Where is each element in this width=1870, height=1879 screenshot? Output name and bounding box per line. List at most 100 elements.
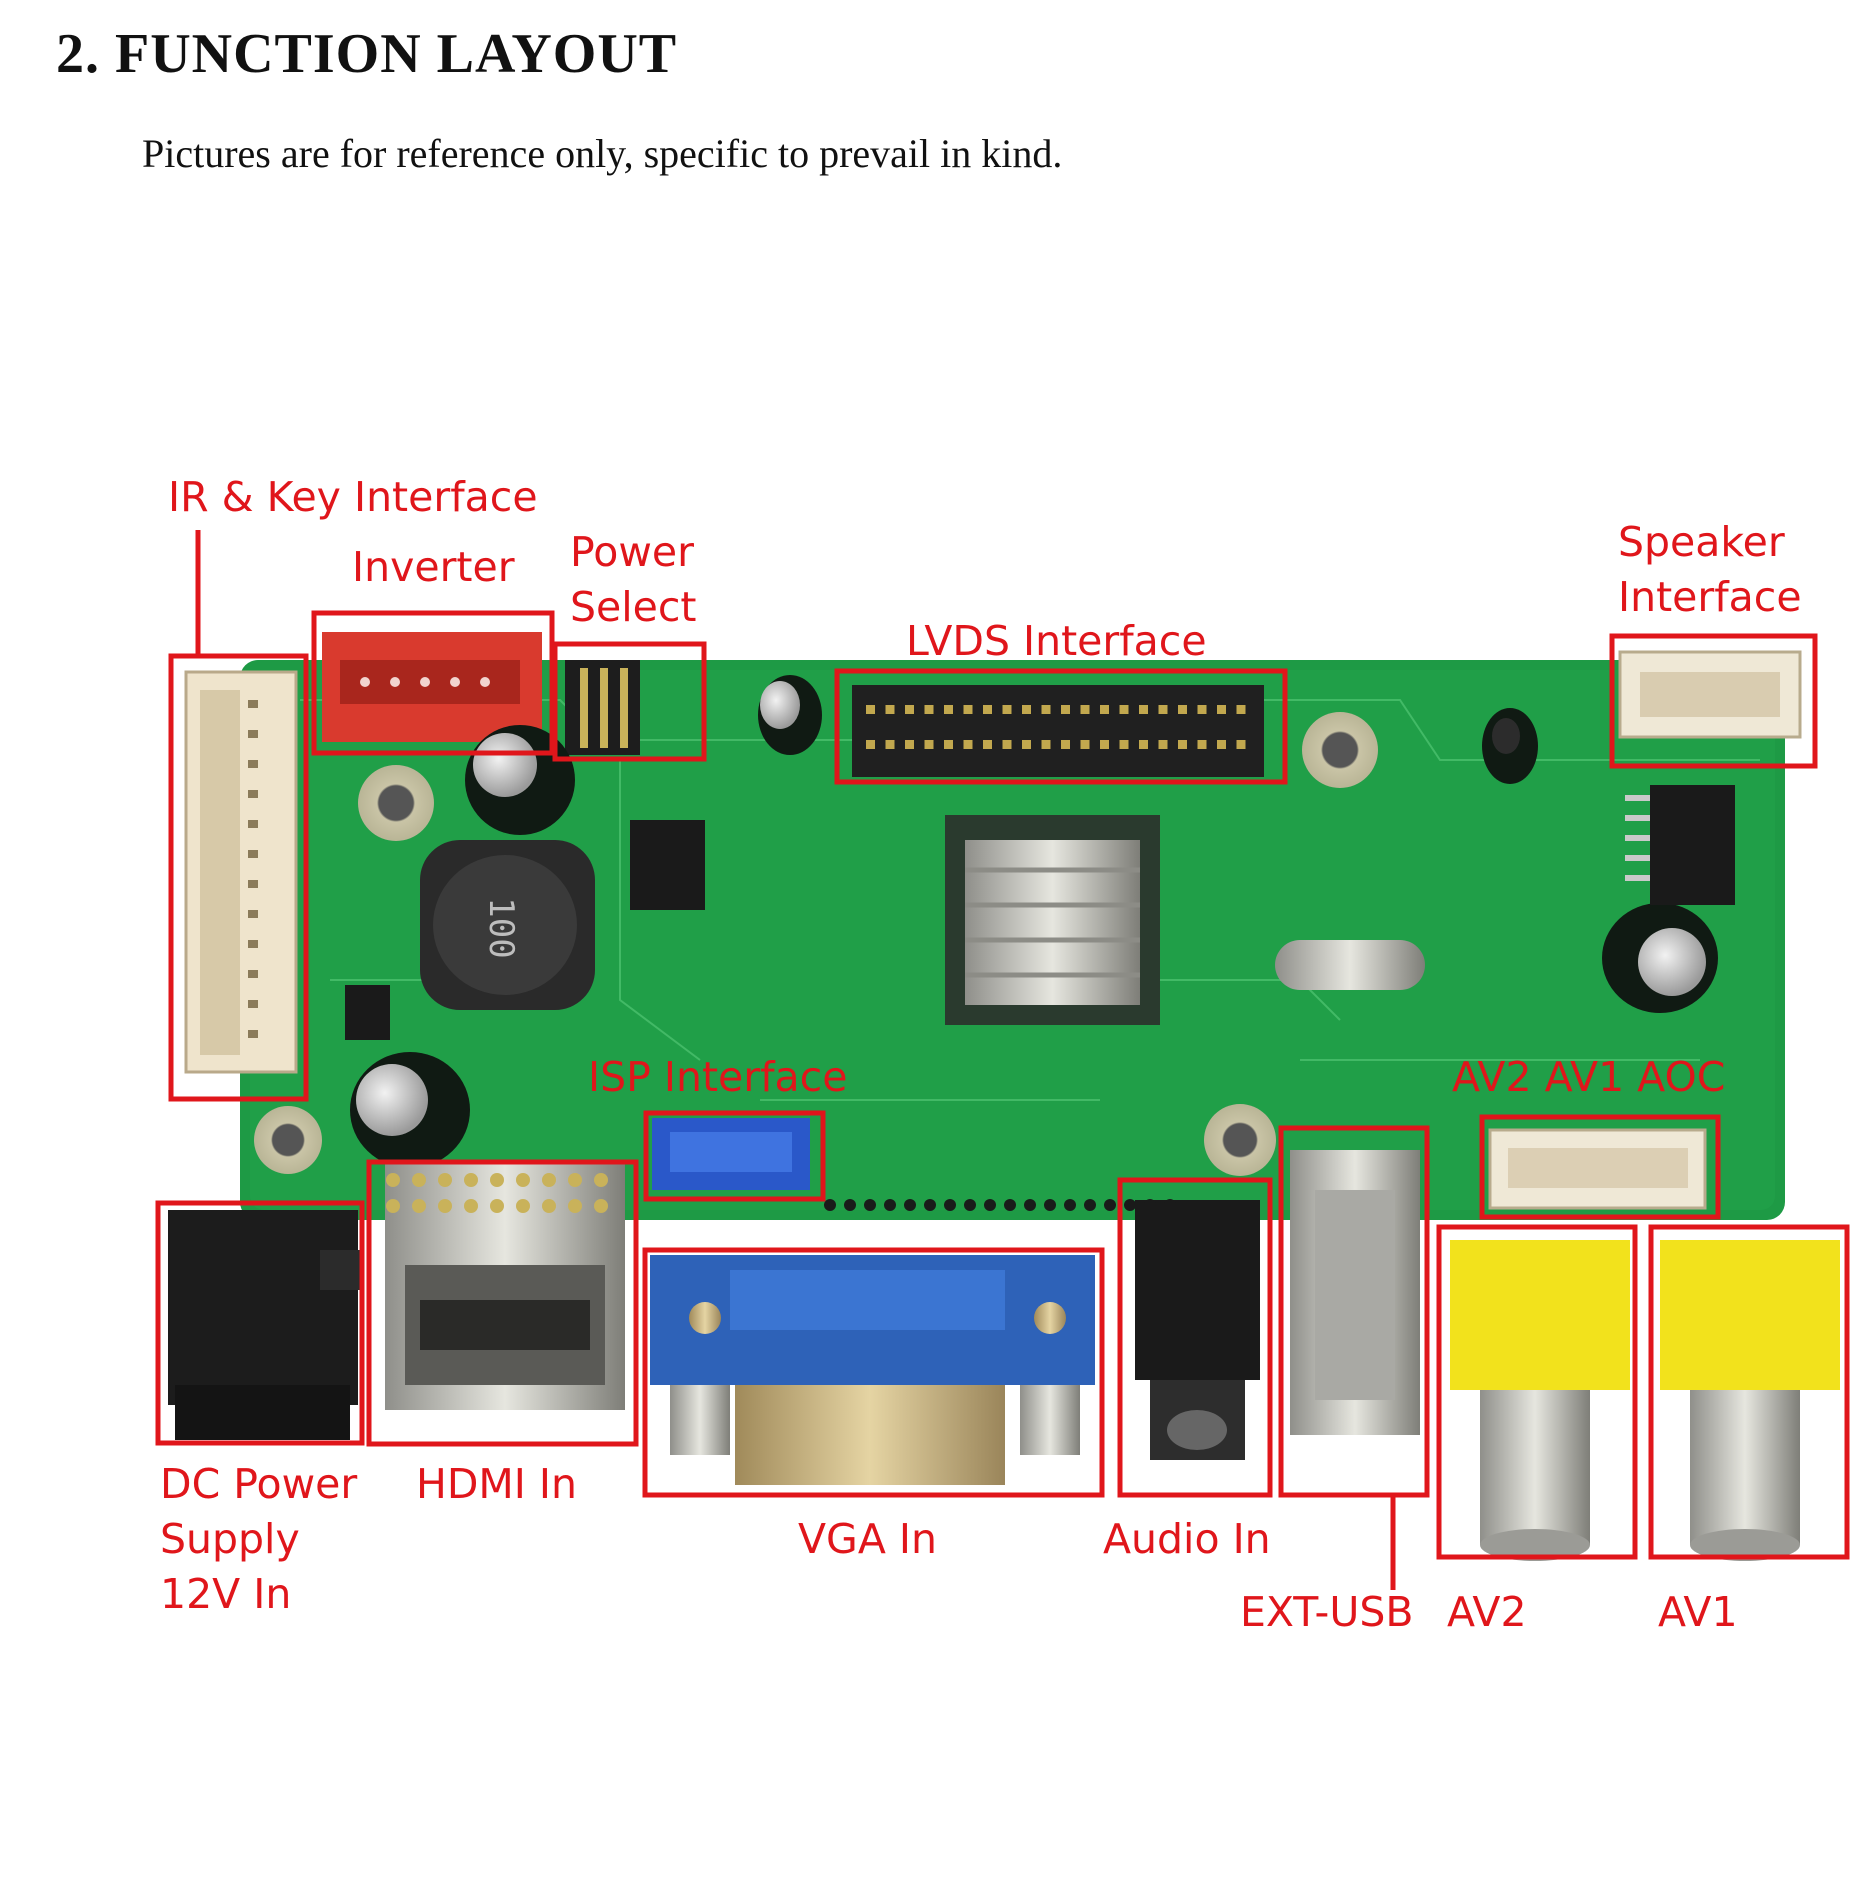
hdmi-solder-pad <box>542 1173 556 1187</box>
lvds-pin <box>1178 740 1187 749</box>
hdmi-solder-pad <box>490 1199 504 1213</box>
lvds-pin <box>885 705 895 714</box>
callout-box-ir-key <box>168 653 309 1102</box>
lvds-pin <box>1197 740 1207 749</box>
callout-box-av-header <box>1479 1114 1721 1220</box>
callout-box-ext-usb <box>1278 1125 1430 1498</box>
mounting-hole <box>1302 712 1378 788</box>
header-hole <box>1124 1199 1136 1211</box>
lvds-pin <box>1139 740 1148 749</box>
header-hole <box>924 1199 936 1211</box>
lvds-pin <box>1002 740 1012 749</box>
hdmi-solder-pad <box>412 1173 426 1187</box>
ir-key-connector <box>184 670 298 1074</box>
rca-av2 <box>1450 1240 1630 1561</box>
av-header-connector <box>1488 1128 1707 1210</box>
header-hole <box>1144 1199 1156 1211</box>
header-hole <box>844 1199 856 1211</box>
audio-jack <box>1135 1200 1260 1460</box>
hdmi-solder-pad <box>438 1199 452 1213</box>
electrolytic-capacitor <box>465 725 575 835</box>
label-av1: AV1 <box>1658 1588 1738 1636</box>
lvds-pin <box>1197 705 1207 714</box>
lvds-pin <box>1217 705 1226 714</box>
vga-port <box>650 1255 1095 1485</box>
lvds-pin <box>924 705 934 714</box>
callout-box-power-select <box>552 641 707 762</box>
label-ir-key-interface: IR & Key Interface <box>168 473 538 521</box>
usb-port <box>1290 1150 1420 1435</box>
electrolytic-capacitor <box>758 675 822 755</box>
mounting-hole <box>358 765 434 841</box>
inductor-marking: 100 <box>481 897 521 958</box>
dc-power-jack <box>168 1210 360 1440</box>
hdmi-solder-pad <box>542 1199 556 1213</box>
header-hole <box>1044 1199 1056 1211</box>
section-heading: 2. FUNCTION LAYOUT <box>56 23 678 85</box>
label-speaker-line1: Speaker <box>1618 518 1785 566</box>
header-row <box>824 1199 1176 1211</box>
lvds-pin <box>924 740 934 749</box>
electrolytic-capacitor <box>1482 708 1538 784</box>
electrolytic-capacitor <box>350 1052 470 1168</box>
callout-box-inverter <box>311 610 555 756</box>
label-inverter: Inverter <box>352 543 515 591</box>
label-speaker-line2: Interface <box>1618 573 1802 621</box>
header-hole <box>964 1199 976 1211</box>
power-inductor: 100 <box>420 840 595 1010</box>
header-hole <box>1104 1199 1116 1211</box>
lvds-pin <box>1080 740 1090 749</box>
rca-av1 <box>1660 1240 1840 1561</box>
lvds-pin <box>963 705 973 714</box>
hdmi-solder-pad <box>568 1173 582 1187</box>
lvds-pin <box>1022 705 1031 714</box>
hdmi-solder-pad <box>464 1173 478 1187</box>
lvds-header <box>852 685 1264 777</box>
hdmi-port <box>385 1160 625 1410</box>
heatsink <box>945 815 1160 1025</box>
callout-box-hdmi <box>366 1159 639 1447</box>
hdmi-solder-pad <box>438 1173 452 1187</box>
header-hole <box>1084 1199 1096 1211</box>
callout-box-dc-power <box>155 1200 365 1446</box>
label-hdmi-in: HDMI In <box>416 1460 577 1508</box>
lvds-pin <box>905 740 914 749</box>
header-hole <box>944 1199 956 1211</box>
lvds-pin <box>1158 740 1168 749</box>
header-hole <box>904 1199 916 1211</box>
smd-chip <box>345 985 390 1040</box>
hdmi-solder-pad <box>568 1199 582 1213</box>
isp-connector <box>652 1118 810 1190</box>
label-dc-power-line2: Supply <box>160 1515 300 1563</box>
header-hole <box>884 1199 896 1211</box>
mounting-hole <box>1204 1104 1276 1176</box>
label-av2: AV2 <box>1447 1588 1527 1636</box>
hdmi-solder-pad <box>386 1173 400 1187</box>
lvds-pin <box>1139 705 1148 714</box>
lvds-pin <box>1002 705 1012 714</box>
lvds-pin <box>1022 740 1031 749</box>
hdmi-solder-pad <box>412 1199 426 1213</box>
lvds-pin <box>866 740 875 749</box>
lvds-pin <box>944 705 953 714</box>
header-hole <box>824 1199 836 1211</box>
header-hole <box>864 1199 876 1211</box>
lvds-pin <box>866 705 875 714</box>
header-hole <box>1004 1199 1016 1211</box>
label-av-header: AV2 AV1 AOC <box>1452 1053 1726 1101</box>
power-select-jumper <box>565 660 640 755</box>
lvds-pin <box>905 705 914 714</box>
callout-box-vga <box>642 1247 1105 1498</box>
hdmi-solder-pad <box>594 1199 608 1213</box>
speaker-connector <box>1618 650 1802 739</box>
lvds-pin <box>963 740 973 749</box>
callout-box-audio <box>1117 1177 1273 1498</box>
lvds-pin <box>1236 705 1246 714</box>
lvds-pin <box>1119 740 1129 749</box>
lvds-pin <box>1100 705 1109 714</box>
lvds-pin <box>885 740 895 749</box>
lvds-pin <box>1236 740 1246 749</box>
lvds-pin <box>1080 705 1090 714</box>
header-hole <box>1164 1199 1176 1211</box>
mounting-hole <box>254 1106 322 1174</box>
